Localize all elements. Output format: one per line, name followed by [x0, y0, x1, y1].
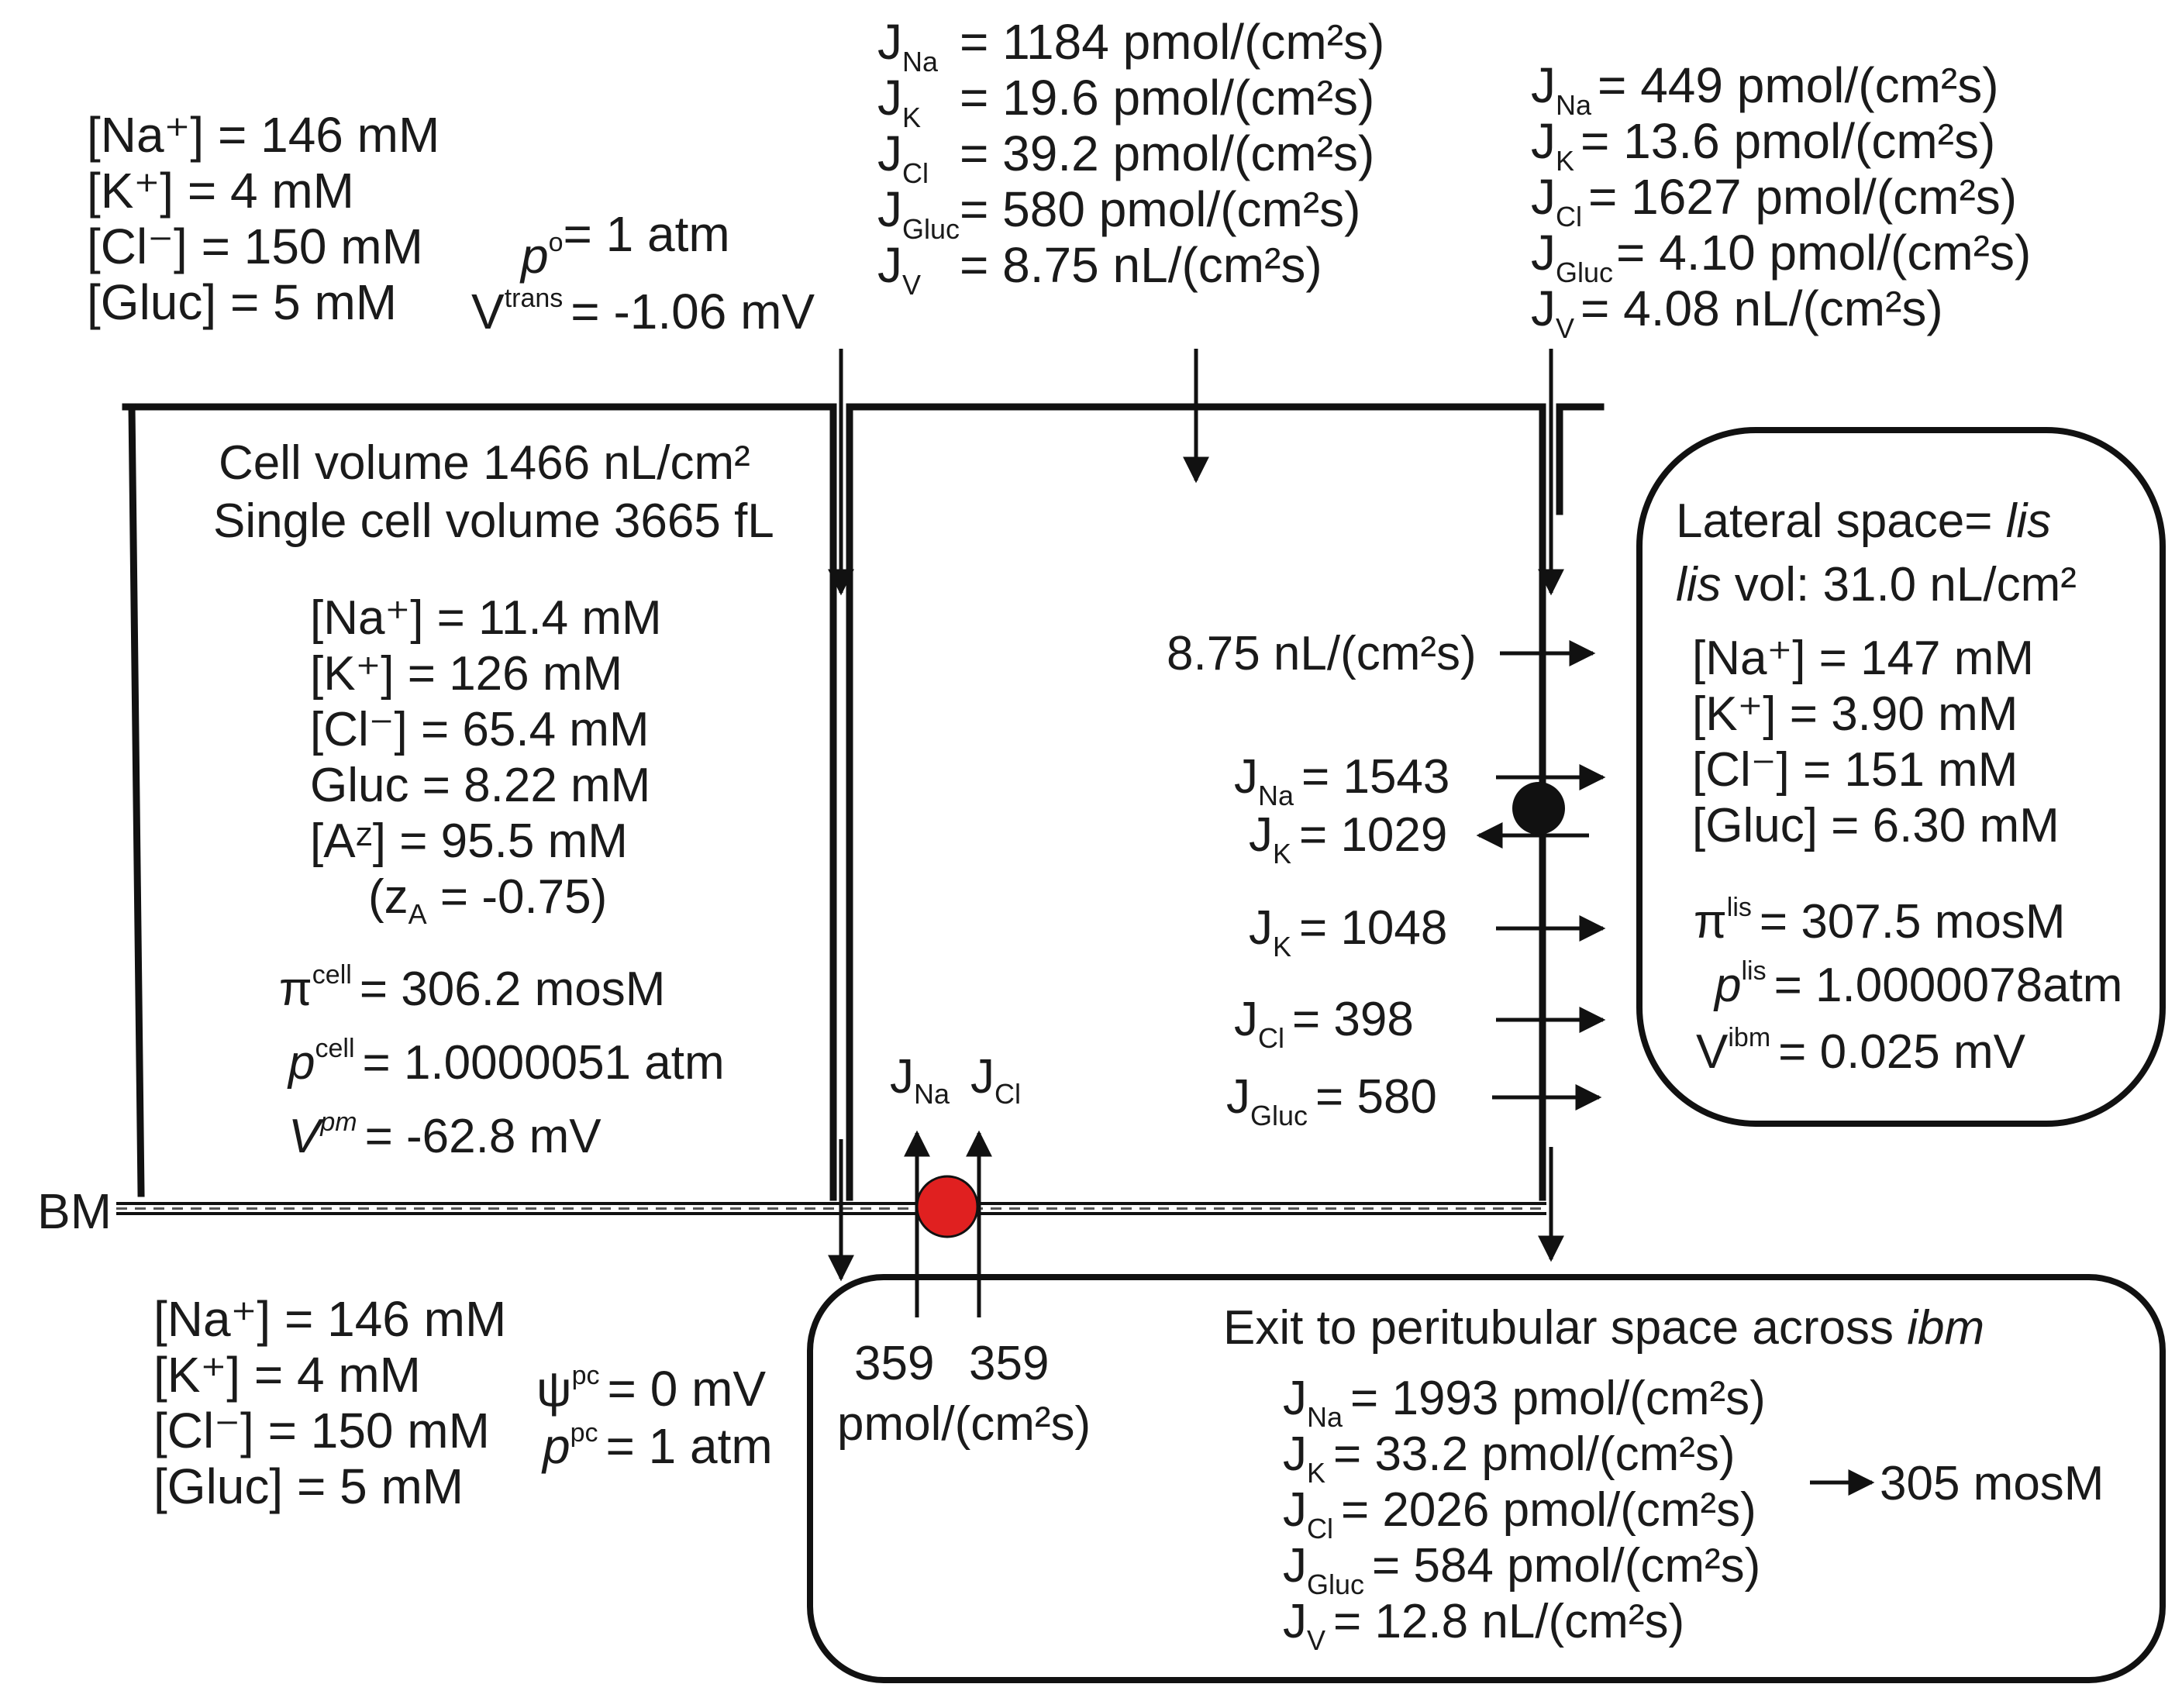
cell-contents: Cell volume 1466 nL/cm² Single cell volu… [213, 436, 774, 1163]
pump-labels: JNa JCl 359 359 pmol/(cm²s) [837, 1050, 1091, 1451]
lis-k: [K⁺] = 3.90 mM [1692, 687, 2018, 741]
apical-flux-1-value: = 19.6 pmol/(cm²s) [960, 70, 1374, 126]
peritubular-conditions: [Na⁺] = 146 mM [K⁺] = 4 mM [Cl⁻] = 150 m… [153, 1291, 773, 1514]
basement-membrane-label: BM [37, 1183, 112, 1239]
peritubular-cl: [Cl⁻] = 150 mM [153, 1403, 490, 1458]
lis-na: [Na⁺] = 147 mM [1692, 632, 2034, 685]
peritubular-na: [Na⁺] = 146 mM [153, 1291, 506, 1347]
lateral-cotransporter [1512, 782, 1565, 835]
lumen-pressure: po= 1 atm [519, 206, 730, 284]
cell-cl: [Cl⁻] = 65.4 mM [310, 703, 650, 756]
apical-flux-4-value: = 8.75 nL/(cm²s) [960, 237, 1322, 293]
lis-cl: [Cl⁻] = 151 mM [1692, 743, 2018, 797]
apical-flux-3: JGluc [877, 181, 960, 245]
peritubular-k: [K⁺] = 4 mM [153, 1347, 421, 1403]
lis-gluc: [Gluc] = 6.30 mM [1692, 799, 2060, 852]
apical-flux-3-value: = 580 pmol/(cm²s) [960, 181, 1360, 237]
lateral-jv: 8.75 nL/(cm²s) [1167, 627, 1477, 680]
lateral-membrane-labels: 8.75 nL/(cm²s) JNa= 1543 JK= 1029 JK= 10… [1167, 627, 1477, 1131]
lumen-gluc: [Gluc] = 5 mM [87, 274, 397, 330]
cell-anion: [Aᶻ] = 95.5 mM [310, 814, 628, 868]
lis-volume: lis vol: 31.0 nL/cm² [1676, 558, 2077, 611]
lumen-conditions: [Na⁺] = 146 mM [K⁺] = 4 mM [Cl⁻] = 150 m… [87, 107, 815, 339]
lis-pressure: plis= 1.0000078atm [1713, 956, 2122, 1012]
junction-flux-4: JV= 4.08 nL/(cm²s) [1531, 281, 1943, 344]
exit-title: Exit to peritubular space across ibm [1223, 1301, 1984, 1355]
exit-flux-1: JK= 33.2 pmol/(cm²s) [1283, 1427, 1736, 1489]
exit-osmolarity: 305 mosM [1880, 1457, 2104, 1510]
pump-na-value: 359 [854, 1337, 934, 1390]
exit-flux-4: JV= 12.8 nL/(cm²s) [1283, 1595, 1684, 1656]
apical-flux-4: JV [877, 237, 921, 301]
pump-units: pmol/(cm²s) [837, 1397, 1091, 1451]
exit-box [807, 1274, 2166, 1683]
cell-gluc: Gluc = 8.22 mM [310, 759, 650, 812]
apical-flux-0-value: = 1184 pmol/(cm²s) [960, 14, 1384, 70]
lateral-flux-3: JCl= 398 [1234, 993, 1414, 1054]
lateral-flux-1: JK= 1029 [1249, 808, 1447, 869]
apical-flux-0: JNa [877, 14, 939, 77]
junction-flux-list: JNa= 449 pmol/(cm²s) JK= 13.6 pmol/(cm²s… [1531, 57, 2031, 344]
lis-osmolarity: πlis= 307.5 mosM [1694, 893, 2065, 949]
lateral-flux-2: JK= 1048 [1249, 901, 1447, 962]
lateral-flux-0: JNa= 1543 [1234, 750, 1449, 811]
cell-volume: Cell volume 1466 nL/cm² [219, 436, 750, 490]
left-cell-wall [128, 403, 145, 1197]
lumen-na: [Na⁺] = 146 mM [87, 107, 440, 163]
basement-membrane [116, 1202, 1546, 1215]
lis-contents: Lateral space= lis lis vol: 31.0 nL/cm² … [1676, 494, 2122, 1079]
peritubular-potential: ψpc= 0 mV [536, 1361, 766, 1417]
lumen-cl: [Cl⁻] = 150 mM [87, 219, 423, 274]
cell-voltage: Vpm= -62.8 mV [288, 1107, 602, 1163]
cell-za: (zA = -0.75) [368, 870, 607, 930]
exit-contents: Exit to peritubular space across ibm JNa… [1223, 1301, 2104, 1656]
pump-cl-label: JCl [970, 1050, 1021, 1110]
cell-k: [K⁺] = 126 mM [310, 647, 622, 701]
lis-box [1636, 427, 2166, 1127]
lis-title: Lateral space= lis [1676, 494, 2051, 548]
cell-single-volume: Single cell volume 3665 fL [213, 494, 774, 548]
apical-flux-2-value: = 39.2 pmol/(cm²s) [960, 126, 1374, 181]
cell-pressure: pcell= 1.0000051 atm [287, 1034, 725, 1090]
apical-flux-1: JK [877, 70, 921, 133]
peritubular-gluc: [Gluc] = 5 mM [153, 1458, 464, 1514]
apical-flux-list: JNa = 1184 pmol/(cm²s) JK = 19.6 pmol/(c… [877, 14, 1384, 301]
junction-flux-2: JCl= 1627 pmol/(cm²s) [1531, 169, 2017, 232]
exit-flux-3: JGluc= 584 pmol/(cm²s) [1283, 1539, 1760, 1600]
exit-flux-2: JCl= 2026 pmol/(cm²s) [1283, 1483, 1756, 1544]
lumen-voltage: Vtrans= -1.06 mV [471, 284, 815, 339]
peritubular-pressure: ppc= 1 atm [541, 1418, 773, 1474]
basal-pump [915, 1175, 979, 1238]
junction-flux-3: JGluc= 4.10 pmol/(cm²s) [1531, 225, 2031, 288]
lis-voltage: Vibm= 0.025 mV [1696, 1023, 2026, 1079]
cell-na: [Na⁺] = 11.4 mM [310, 591, 662, 645]
cell-osmolarity: πcell= 306.2 mosM [279, 960, 665, 1016]
flow-arrows [828, 349, 1875, 1496]
apical-flux-2: JCl [877, 126, 929, 189]
lumen-k: [K⁺] = 4 mM [87, 163, 354, 219]
pump-cl-value: 359 [969, 1337, 1049, 1390]
exit-flux-0: JNa= 1993 pmol/(cm²s) [1283, 1372, 1766, 1433]
lateral-flux-4: JGluc= 580 [1226, 1070, 1437, 1131]
pump-na-label: JNa [890, 1050, 950, 1110]
junction-flux-1: JK= 13.6 pmol/(cm²s) [1531, 113, 1995, 177]
junction-flux-0: JNa= 449 pmol/(cm²s) [1531, 57, 1999, 121]
